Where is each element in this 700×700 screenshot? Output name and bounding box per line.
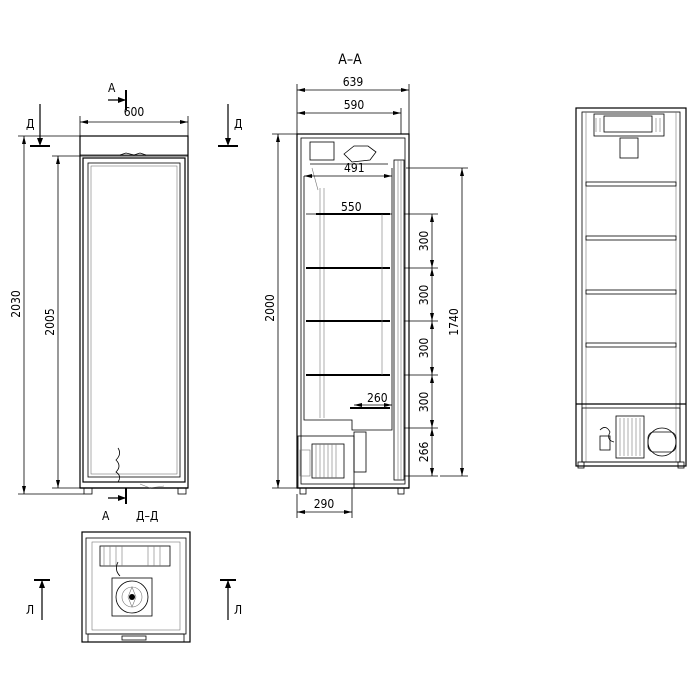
front-view: 600 2030 2005 А: [9, 81, 242, 523]
mark-d-left: Д: [26, 117, 34, 131]
section-view-aa: А–А: [263, 52, 468, 518]
front-height-total-label: 2030: [9, 290, 23, 318]
shelf-pitch-1-label: 300: [417, 231, 431, 252]
dim-front-height-total: 2030: [9, 135, 84, 495]
shelf-pitch-4-label: 300: [417, 392, 431, 413]
mark-d-right: Д: [234, 117, 242, 131]
dim-front-height-body: 2005: [43, 155, 80, 489]
dim-section-depth-total: 639: [296, 75, 410, 134]
section-depth-body-label: 590: [344, 98, 365, 112]
section-mark-d-left: Д: [26, 104, 50, 147]
section-dd-title: Д–Д: [136, 509, 158, 523]
section-550-label: 550: [341, 200, 362, 214]
dim-glass-height: 1740: [406, 167, 468, 477]
mark-l-right: Л: [234, 603, 242, 617]
dim-section-height: 2000: [263, 133, 297, 489]
dim-shelf-260: 260: [354, 391, 392, 407]
shelf-260-label: 260: [367, 391, 388, 405]
plan-view-dd: Д–Д Л Л: [26, 509, 242, 643]
section-depth-total-label: 639: [343, 75, 364, 89]
front-height-body-label: 2005: [43, 308, 57, 335]
dim-section-491: 491: [304, 161, 392, 178]
mark-l-left: Л: [26, 603, 34, 617]
section-mark-d-right: Д: [218, 104, 242, 147]
shelf-pitch-2-label: 300: [417, 285, 431, 306]
bottom-266-label: 266: [417, 442, 431, 463]
mark-a-top: А: [108, 81, 116, 95]
shelf-pitch-3-label: 300: [417, 338, 431, 359]
section-height-label: 2000: [263, 294, 277, 322]
dim-unit-290: 290: [296, 488, 353, 518]
unit-290-label: 290: [314, 497, 335, 511]
rear-section-view: [575, 107, 687, 469]
glass-height-label: 1740: [447, 308, 461, 336]
section-mark-a-top: А: [108, 81, 127, 110]
section-aa-title: А–А: [338, 52, 362, 68]
section-491-label: 491: [344, 161, 365, 175]
dim-section-550: 550: [306, 200, 392, 215]
front-width-label: 600: [124, 105, 145, 119]
section-mark-l-right: Л: [220, 579, 242, 620]
section-mark-l-left: Л: [26, 579, 50, 620]
dim-front-width: 600: [79, 105, 189, 136]
section-mark-a-bottom: А: [102, 488, 127, 523]
mark-a-bottom: А: [102, 509, 110, 523]
dim-section-depth-body: 590: [297, 98, 402, 134]
dim-shelf-pitch-chain: 300 300 300 300 266: [404, 213, 438, 477]
